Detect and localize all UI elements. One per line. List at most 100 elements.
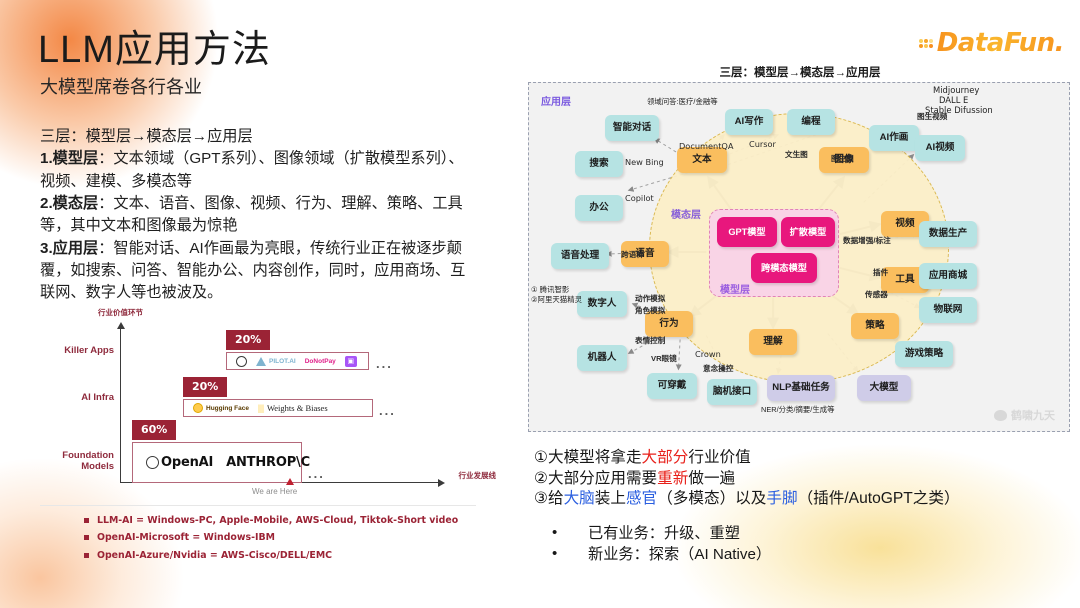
body-point-1-label: 模型层 [52, 150, 99, 168]
node-iot[interactable]: 物联网 [919, 297, 977, 323]
node-office[interactable]: 办公 [575, 195, 623, 221]
node-ai-video[interactable]: AI视频 [915, 135, 965, 161]
list-item: 新业务：探索（AI Native） [548, 544, 1068, 566]
node-text[interactable]: 文本 [677, 147, 727, 173]
conclusion-2-pre: ②大部分应用需要 [534, 469, 658, 487]
edge-label-expression-control: 表情控制 [635, 336, 666, 345]
node-strategy[interactable]: 策略 [851, 313, 899, 339]
node-large-model[interactable]: 大模型 [857, 375, 911, 401]
node-cross-modal-model[interactable]: 跨模态模型 [751, 253, 817, 283]
list-item: OpenAI-Azure/Nvidia = AWS-Cisco/DELL/EMC [84, 547, 484, 564]
list-item: LLM-AI = Windows-PC, Apple-Mobile, AWS-C… [84, 512, 484, 529]
weights-and-biases-logo: |||Weights & Biases [257, 403, 328, 413]
edge-label-cursor: Cursor [749, 139, 776, 149]
chart-band-foundation-models: OpenAI ANTHROP\C [132, 442, 310, 483]
chart-ellipsis-killer-apps: ... [376, 356, 393, 371]
diagram-title: 三层：模型层→模态层→应用层 [719, 67, 881, 79]
node-nlp-basic-tasks[interactable]: NLP基础任务 [767, 375, 835, 401]
body-point-3-num: 3. [40, 239, 53, 257]
edge-label-sensor: 传感器 [865, 290, 888, 299]
note-alibaba-tmall-genie: ②阿里天猫精灵 [531, 295, 582, 304]
wechat-icon [994, 409, 1007, 421]
three-layer-diagram: 应用层 模态层 模型层 GPT模型 扩散模型 跨模态模型 文本 图像 视频 工具… [528, 82, 1070, 432]
conclusion-3-h1: 大脑 [563, 490, 595, 508]
chart-ellipsis-ai-infra: ... [379, 403, 396, 418]
left-bullet-list: LLM-AI = Windows-PC, Apple-Mobile, AWS-C… [84, 512, 484, 564]
edge-label-image-to-video: 图生视频 [917, 112, 948, 121]
body-point-2-num: 2. [40, 195, 53, 213]
edge-label-text-to-image: 文生图 [785, 150, 808, 159]
node-gpt-model[interactable]: GPT模型 [717, 217, 777, 247]
node-search[interactable]: 搜索 [575, 151, 623, 177]
edge-label-documentqa: DocumentQA [679, 141, 734, 151]
datafun-logo: DataFun. [918, 28, 1065, 58]
openai-logo: OpenAI [146, 455, 213, 470]
chart-ellipsis-foundation-models: ... [308, 466, 325, 481]
chart-band-killer-apps: PILOT.AI DoNotPay ▣ [226, 352, 369, 370]
conclusion-3-p3: （多模态）以及 [657, 490, 767, 508]
node-speech-processing[interactable]: 语音处理 [551, 243, 609, 269]
chart-badge-killer-apps: 20% [226, 330, 271, 350]
node-speech[interactable]: 语音 [621, 241, 669, 267]
node-diffusion-model[interactable]: 扩散模型 [781, 217, 835, 247]
conclusion-1-highlight: 大部分 [641, 449, 689, 466]
edge-label-data-augmentation: 数据增强/标注 [843, 236, 891, 245]
conclusion-3-h3: 手脚 [766, 490, 798, 508]
watermark-text: 鹤啸九天 [1011, 410, 1055, 422]
chart-row-label-foundation-models: Foundation Models [62, 450, 114, 472]
node-brain-computer-interface[interactable]: 脑机接口 [707, 379, 757, 405]
layer-label-application: 应用层 [541, 97, 571, 108]
page-title: LLM应用方法 [38, 29, 271, 71]
wechat-watermark: 鹤啸九天 [994, 407, 1055, 423]
chart-x-axis-label: 行业发展线 [458, 471, 497, 480]
background-gradient-bottom-right [620, 418, 1080, 608]
body-point-2-text: ：文本、语音、图像、视频、行为、理解、策略、工具等，其中文本和图像最为惊艳 [40, 195, 463, 235]
conclusions-text: ①大模型将拿走大部分行业价值 ②大部分应用需要重新做一遍 ③给大脑装上感官（多模… [534, 448, 1074, 510]
body-point-3-label: 应用层 [52, 239, 99, 257]
node-ai-painting[interactable]: AI作画 [869, 125, 919, 151]
page-subtitle: 大模型席卷各行各业 [40, 77, 202, 97]
layer-label-modality: 模态层 [671, 210, 701, 221]
node-digital-human[interactable]: 数字人 [577, 291, 627, 317]
node-wearable[interactable]: 可穿戴 [647, 373, 697, 399]
list-item: 已有业务：升级、重塑 [548, 523, 1068, 545]
edge-label-copilot: Copilot [625, 193, 654, 203]
node-smart-dialogue[interactable]: 智能对话 [605, 115, 659, 141]
body-point-1: 1.模型层：文本领域（GPT系列）、图像领域（扩散模型系列）、视频、建模、多模态… [40, 148, 470, 193]
node-game-strategy[interactable]: 游戏策略 [895, 341, 953, 367]
node-behavior[interactable]: 行为 [645, 311, 693, 337]
node-robot[interactable]: 机器人 [577, 345, 627, 371]
pilotai-logo: PILOT.AI [256, 356, 296, 366]
node-app-store[interactable]: 应用商城 [919, 263, 977, 289]
chart-badge-foundation-models: 60% [132, 420, 177, 440]
note-stable-diffusion: Stable Difussion [925, 105, 993, 115]
list-item: OpenAI-Microsoft = Windows-IBM [84, 529, 484, 546]
node-data-production[interactable]: 数据生产 [919, 221, 977, 247]
note-tencent-zhiying: ① 腾讯智影 [531, 285, 570, 294]
logo-dots-icon [918, 38, 933, 48]
edge-label-role-simulation: 角色模拟 [635, 306, 666, 315]
body-point-2: 2.模态层：文本、语音、图像、视频、行为、理解、策略、工具等，其中文本和图像最为… [40, 193, 470, 238]
right-bullet-list: 已有业务：升级、重塑 新业务：探索（AI Native） [548, 523, 1068, 566]
body-point-3: 3.应用层：智能对话、AI作画最为亮眼，传统行业正在被逐步颠覆，如搜索、问答、智… [40, 238, 470, 305]
node-programming[interactable]: 编程 [787, 109, 835, 135]
conclusion-3: ③给大脑装上感官（多模态）以及手脚（插件/AutoGPT之类） [534, 489, 1074, 510]
body-point-1-text: ：文本领域（GPT系列）、图像领域（扩散模型系列）、视频、建模、多模态等 [40, 150, 464, 190]
openai-logo-icon [236, 355, 247, 367]
note-ner-classification: NER/分类/摘要/生成等 [761, 405, 835, 414]
note-domain-qa: 领域问答:医疗/金融等 [647, 97, 718, 106]
note-midjourney: Midjourney [933, 85, 980, 95]
huggingface-logo: Hugging Face [193, 403, 249, 413]
conclusion-2: ②大部分应用需要重新做一遍 [534, 469, 1074, 490]
conclusion-3-p1: ③给 [534, 490, 564, 508]
edge-label-cross-lingual: 跨语种 [621, 250, 644, 259]
chart-row-label-ai-infra: AI Infra [81, 392, 114, 403]
body-point-2-label: 模态层 [52, 195, 99, 213]
node-image[interactable]: 图像 [819, 147, 869, 173]
we-are-here-marker-icon [286, 478, 294, 485]
app-logo-icon: ▣ [344, 355, 357, 367]
node-ai-writing[interactable]: AI写作 [725, 109, 773, 135]
node-understanding[interactable]: 理解 [749, 329, 797, 355]
edge-label-image-to-image: 图生图 [831, 154, 854, 163]
conclusion-1: ①大模型将拿走大部分行业价值 [534, 448, 1074, 469]
